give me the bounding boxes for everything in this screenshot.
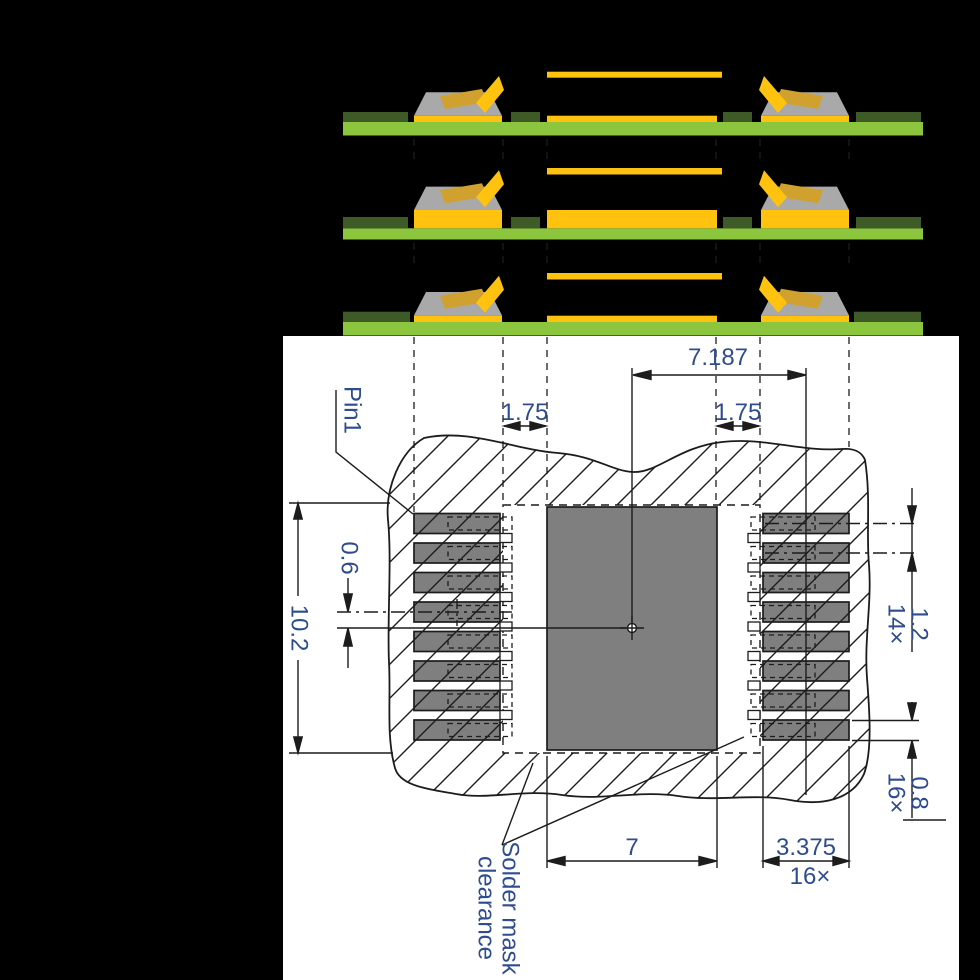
dimension-linework [289,368,946,868]
dim-mask-gap-right: 1.75 [715,399,762,426]
dim-pad-length: 3.375 [776,834,836,861]
solder-mask-leader-1 [501,762,534,846]
dim-pad-width-count: 16× [883,773,910,814]
pin1-label: Pin1 [339,386,366,434]
solder-mask-clearance-label-line1: Solder mask [497,841,524,975]
dimension-texts: 7.187 1.75 1.75 10.2 0.6 1.2 14× 0.8 16×… [286,344,933,976]
dim-pad-row-span: 7.187 [688,344,748,371]
solder-mask-clearance-label-line2: clearance [473,856,500,960]
projection-lines [413,139,850,512]
dim-pad-center-offset: 0.6 [336,541,363,574]
dim-thermal-pad-size: 7 [625,834,638,861]
dim-pad-pitch: 1.2 [906,607,933,640]
cross-section-row-1 [343,71,923,136]
dim-pad-pitch-count: 14× [883,604,910,645]
land-pattern [337,368,871,803]
cross-section-row-2 [343,168,923,240]
center-target [337,368,644,640]
dim-mask-gap-left: 1.75 [502,399,549,426]
solder-mask-leader-2 [501,736,745,846]
dim-pad-width: 0.8 [906,776,933,809]
dim-pattern-height: 10.2 [286,605,313,652]
pin1-leader [335,390,414,515]
dim-pad-length-count: 16× [790,863,831,890]
cross-section-row-3 [343,273,923,336]
